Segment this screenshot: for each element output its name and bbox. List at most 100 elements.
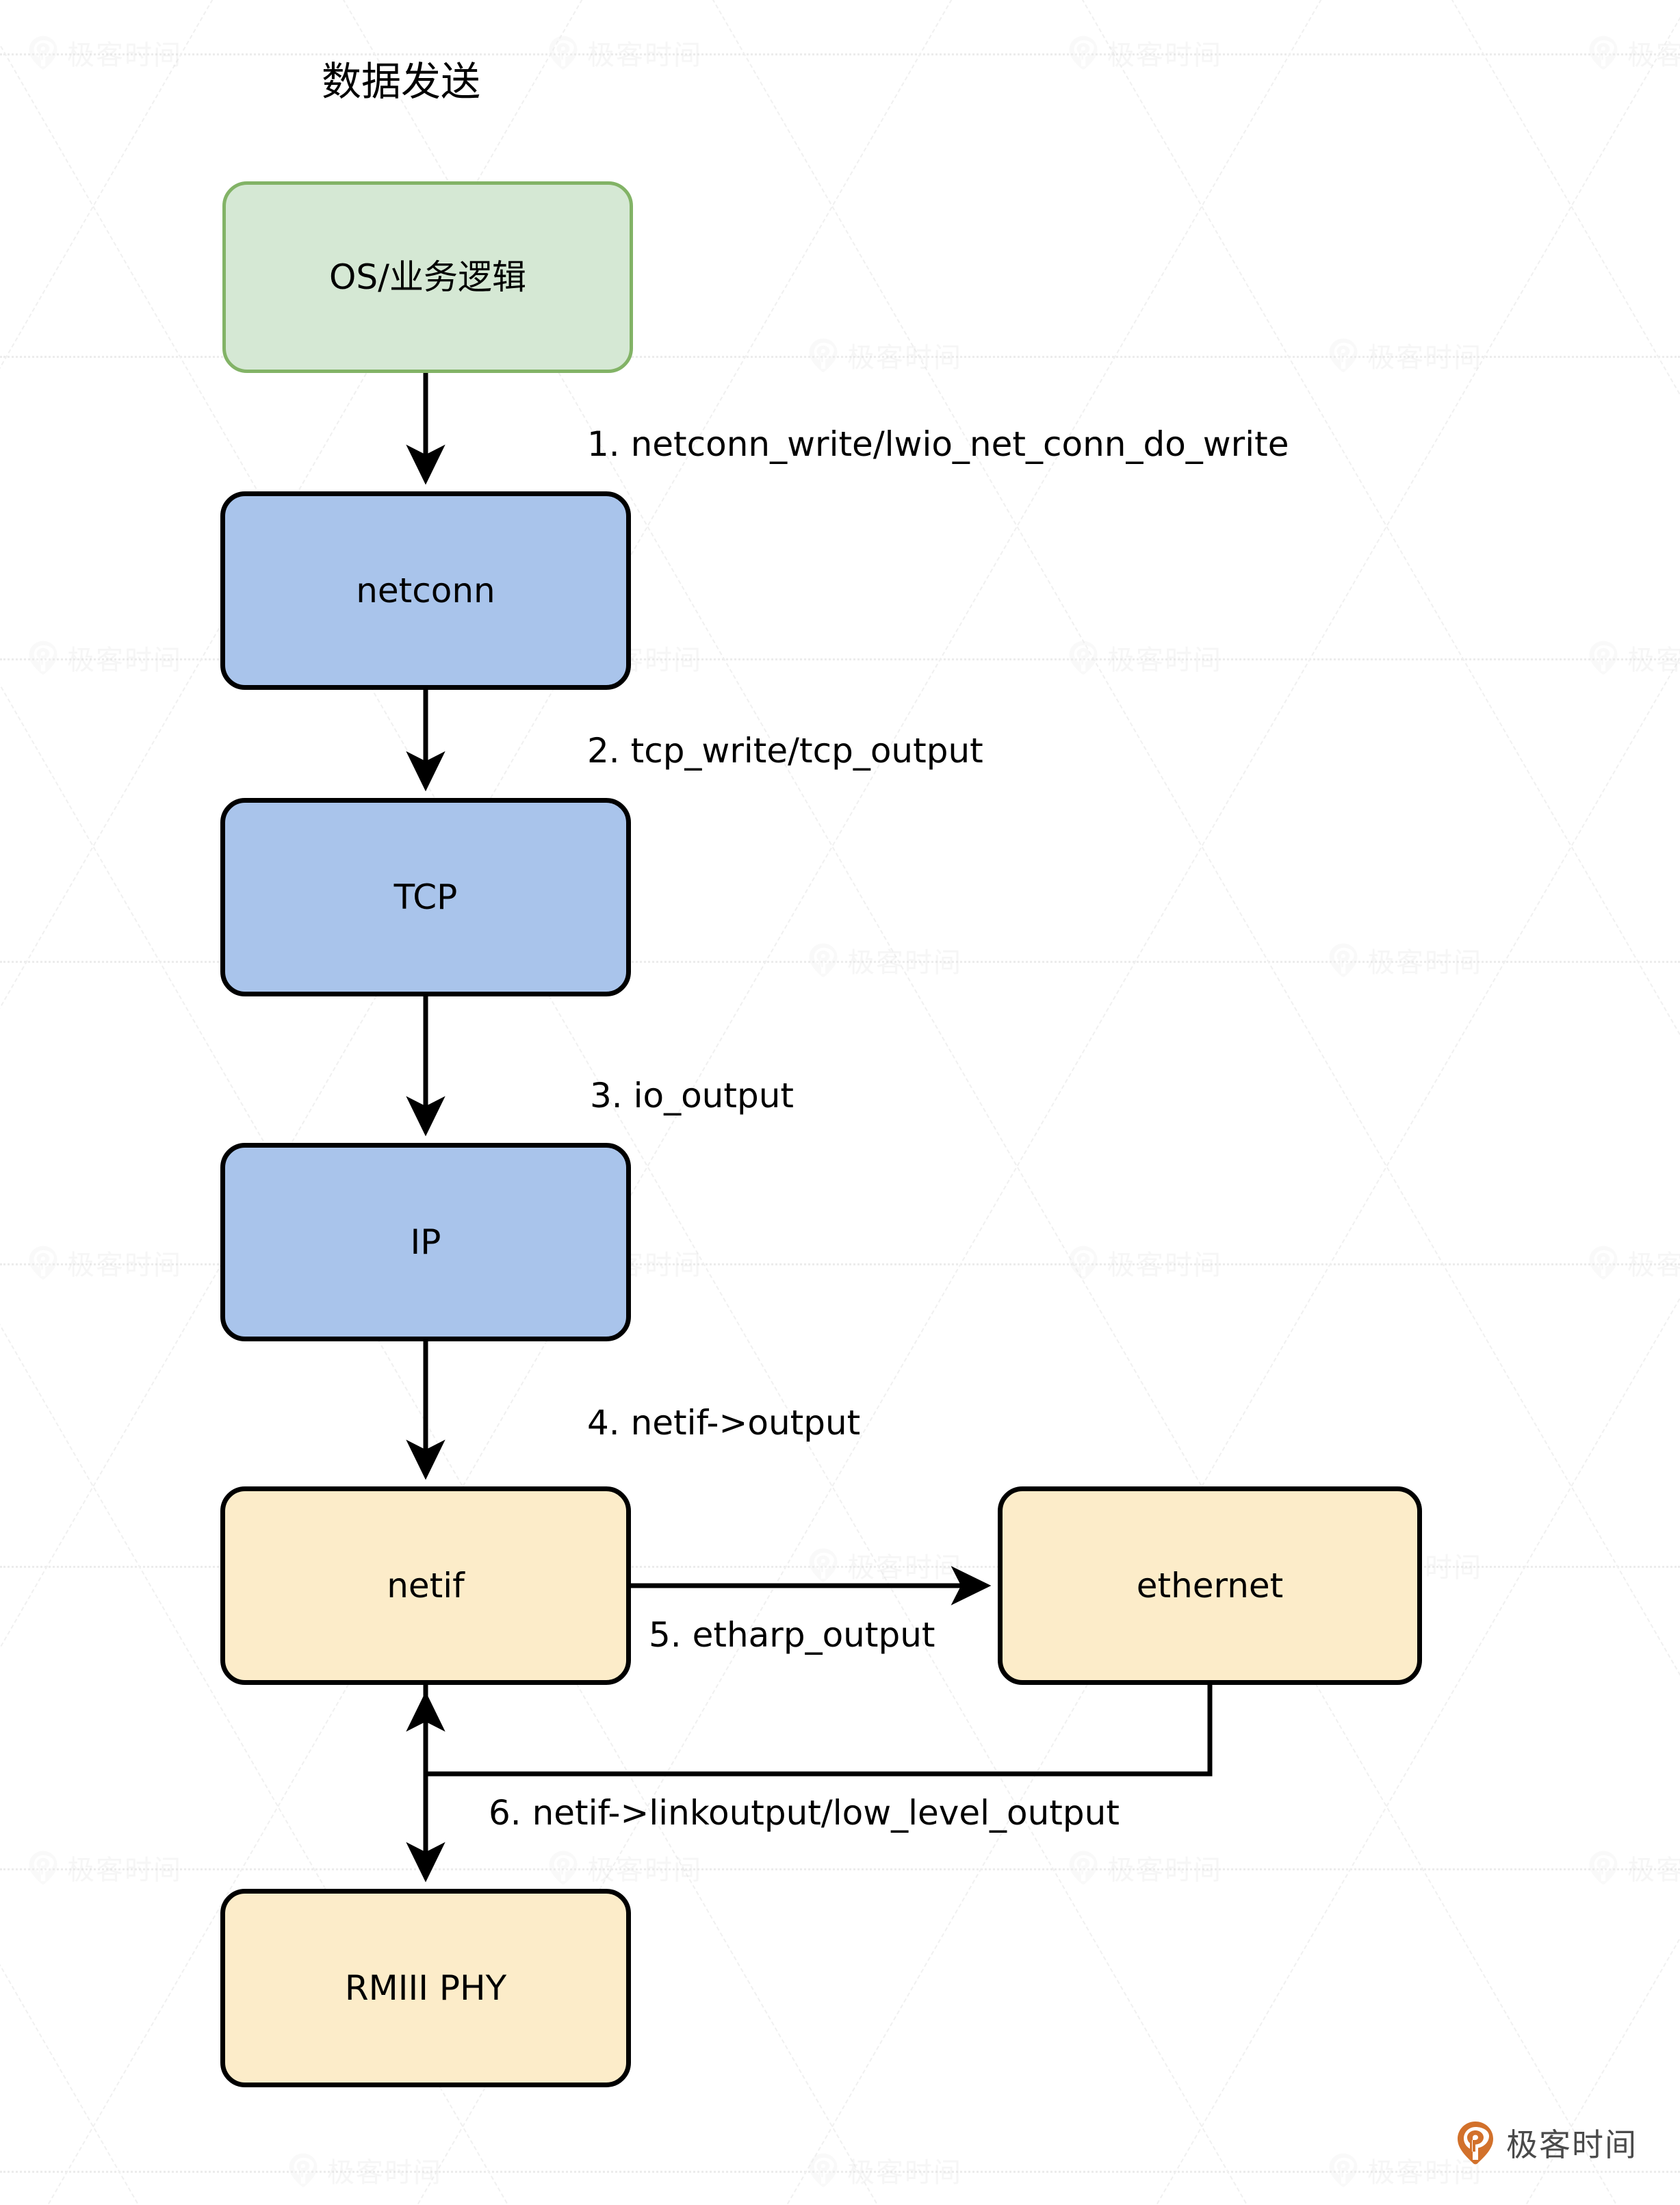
watermark-pin-icon xyxy=(549,1851,578,1885)
watermark-diagonal-line xyxy=(1519,0,1680,2205)
watermark-diagonal-line xyxy=(1663,0,1680,2205)
watermark-pin-icon xyxy=(1589,1851,1618,1885)
watermark-diagonal-line xyxy=(0,0,1,2205)
edge-label-6: 6. netif->linkoutput/low_level_output xyxy=(489,1793,1120,1833)
watermark-text: 极客时间 xyxy=(1107,40,1222,71)
node-ip[interactable]: IP xyxy=(220,1143,631,1341)
watermark-text: 极客时间 xyxy=(1627,1250,1680,1281)
watermark-mark: 极客时间 xyxy=(1068,33,1222,73)
watermark-mark: 极客时间 xyxy=(287,2150,442,2190)
watermark-mark: 极客时间 xyxy=(1068,1243,1222,1282)
node-netif[interactable]: netif xyxy=(220,1486,631,1685)
watermark-pin-icon xyxy=(29,641,57,675)
edge-label-4: 4. netif->output xyxy=(587,1403,861,1443)
node-tcp[interactable]: TCP xyxy=(220,798,631,996)
node-label: netconn xyxy=(356,570,495,610)
watermark-dotted-line xyxy=(0,1868,1680,1870)
watermark-text: 极客时间 xyxy=(847,1552,962,1584)
watermark-pin-icon xyxy=(1329,943,1358,977)
watermark-pin-icon xyxy=(29,1246,57,1280)
watermark-text: 极客时间 xyxy=(1627,645,1680,676)
watermark-diagonal-line xyxy=(0,0,145,2205)
watermark-text: 极客时间 xyxy=(1627,40,1680,71)
node-label: netif xyxy=(387,1565,465,1606)
watermark-text: 极客时间 xyxy=(1107,1855,1222,1886)
watermark-text: 极客时间 xyxy=(1107,1250,1222,1281)
watermark-text: 极客时间 xyxy=(1367,947,1482,979)
node-netconn[interactable]: netconn xyxy=(220,491,631,690)
watermark-mark: 极客时间 xyxy=(807,2150,962,2190)
watermark-pin-icon xyxy=(809,1548,838,1582)
watermark-mark: 极客时间 xyxy=(547,1848,702,1887)
brand-name: 极客时间 xyxy=(1506,2126,1638,2163)
watermark-mark: 极客时间 xyxy=(27,1848,182,1887)
node-label: ethernet xyxy=(1136,1565,1284,1606)
watermark-mark: 极客时间 xyxy=(1068,1848,1222,1887)
watermark-mark: 极客时间 xyxy=(27,33,182,73)
watermark-pin-icon xyxy=(1589,36,1618,70)
watermark-mark: 极客时间 xyxy=(807,1545,962,1585)
edge-label-3: 3. io_output xyxy=(590,1076,794,1116)
watermark-mark: 极客时间 xyxy=(1068,638,1222,678)
node-label: RMIII PHY xyxy=(344,1968,507,2008)
watermark-text: 极客时间 xyxy=(1107,645,1222,676)
watermark-diagonal-line xyxy=(1150,0,1680,2205)
watermark-pin-icon xyxy=(29,1851,57,1885)
watermark-mark: 极客时间 xyxy=(807,940,962,980)
watermark-pin-icon xyxy=(1589,1246,1618,1280)
node-label: TCP xyxy=(393,877,458,917)
watermark-text: 极客时间 xyxy=(67,40,182,71)
watermark-text: 极客时间 xyxy=(587,1855,702,1886)
watermark-text: 极客时间 xyxy=(847,342,962,374)
node-rmii-phy[interactable]: RMIII PHY xyxy=(220,1889,631,2087)
watermark-mark: 极客时间 xyxy=(1588,1848,1680,1887)
watermark-text: 极客时间 xyxy=(327,2157,442,2189)
watermark-diagonal-line xyxy=(924,0,1680,2205)
node-label: OS/业务逻辑 xyxy=(329,257,526,297)
watermark-mark: 极客时间 xyxy=(1588,33,1680,73)
watermark-mark: 极客时间 xyxy=(27,1243,182,1282)
watermark-diagonal-line xyxy=(1293,0,1680,2205)
watermark-pin-icon xyxy=(1069,1851,1098,1885)
watermark-mark: 极客时间 xyxy=(27,638,182,678)
edge-label-2: 2. tcp_write/tcp_output xyxy=(587,731,983,771)
node-os-business-logic[interactable]: OS/业务逻辑 xyxy=(222,181,633,373)
watermark-mark: 极客时间 xyxy=(1588,638,1680,678)
node-ethernet[interactable]: ethernet xyxy=(998,1486,1422,1685)
edge-label-1: 1. netconn_write/lwio_net_conn_do_write xyxy=(587,424,1289,464)
watermark-diagonal-line xyxy=(780,0,1680,2205)
watermark-text: 极客时间 xyxy=(587,40,702,71)
watermark-mark: 极客时间 xyxy=(807,335,962,375)
watermark-pin-icon xyxy=(1069,36,1098,70)
watermark-mark: 极客时间 xyxy=(1328,940,1482,980)
watermark-pin-icon xyxy=(549,36,578,70)
watermark-pin-icon xyxy=(1069,641,1098,675)
watermark-dotted-line xyxy=(0,2171,1680,2173)
watermark-text: 极客时间 xyxy=(847,2157,962,2189)
watermark-text: 极客时间 xyxy=(67,645,182,676)
edge-ethernet-to-netif xyxy=(426,1685,1213,1777)
watermark-mark: 极客时间 xyxy=(547,33,702,73)
watermark-text: 极客时间 xyxy=(1627,1855,1680,1886)
watermark-pin-icon xyxy=(289,2153,318,2187)
watermark-text: 极客时间 xyxy=(67,1855,182,1886)
page-title: 数据发送 xyxy=(322,58,481,105)
watermark-pin-icon xyxy=(809,943,838,977)
watermark-pin-icon xyxy=(1589,641,1618,675)
watermark-pin-icon xyxy=(1329,2153,1358,2187)
watermark-text: 极客时间 xyxy=(1367,342,1482,374)
watermark-pin-icon xyxy=(1069,1246,1098,1280)
geektime-pin-icon xyxy=(1458,2122,1493,2165)
brand-logo: 极客时间 xyxy=(1456,2120,1638,2165)
watermark-dotted-line xyxy=(0,53,1680,55)
watermark-pin-icon xyxy=(809,338,838,372)
watermark-text: 极客时间 xyxy=(67,1250,182,1281)
watermark-pin-icon xyxy=(29,36,57,70)
edge-label-5: 5. etharp_output xyxy=(649,1615,935,1655)
watermark-mark: 极客时间 xyxy=(1588,1243,1680,1282)
node-label: IP xyxy=(410,1222,441,1262)
watermark-pin-icon xyxy=(809,2153,838,2187)
watermark-mark: 极客时间 xyxy=(1328,335,1482,375)
watermark-text: 极客时间 xyxy=(847,947,962,979)
